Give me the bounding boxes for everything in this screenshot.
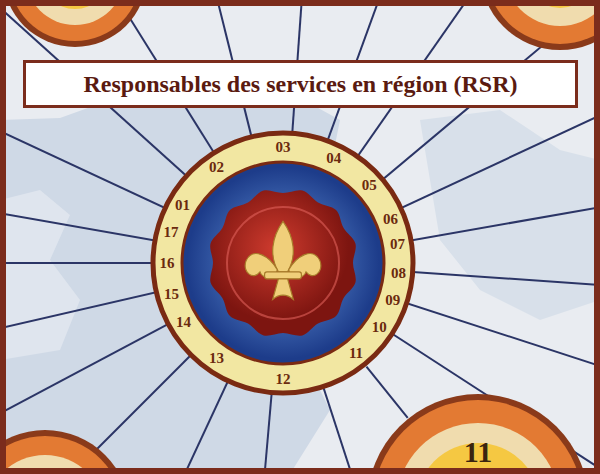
region-number: 11	[349, 346, 363, 361]
region-number: 08	[391, 266, 406, 281]
target-circle: 11	[366, 393, 590, 474]
region-number: 12	[276, 372, 291, 387]
region-number: 10	[372, 320, 387, 335]
region-number: 04	[326, 151, 341, 166]
region-number: 14	[176, 315, 191, 330]
title-box: Responsables des services en région (RSR…	[23, 60, 578, 108]
region-number: 06	[383, 212, 398, 227]
ring-shape	[150, 130, 416, 396]
region-number: 09	[385, 293, 400, 308]
number-ring: 01 02 03 04 05 06 07 08 09 10 11 12 13 14 15 16 17	[150, 130, 416, 396]
region-number: 13	[209, 351, 224, 366]
region-number: 15	[164, 287, 179, 302]
region-number: 03	[276, 140, 291, 155]
region-number: 07	[390, 237, 405, 252]
fleur-de-lis	[245, 221, 321, 299]
target-circle	[0, 430, 130, 474]
title-text: Responsables des services en région (RSR…	[26, 70, 575, 99]
region-number: 01	[175, 198, 190, 213]
region-number: 02	[209, 160, 224, 175]
region-number: 16	[160, 256, 175, 271]
region-number: 05	[362, 178, 377, 193]
map-land	[420, 110, 600, 320]
callout-number: 11	[464, 437, 492, 467]
target-circle	[3, 0, 147, 47]
region-number: 17	[163, 225, 178, 240]
target-circle	[480, 0, 600, 50]
spoke-line	[366, 367, 407, 418]
